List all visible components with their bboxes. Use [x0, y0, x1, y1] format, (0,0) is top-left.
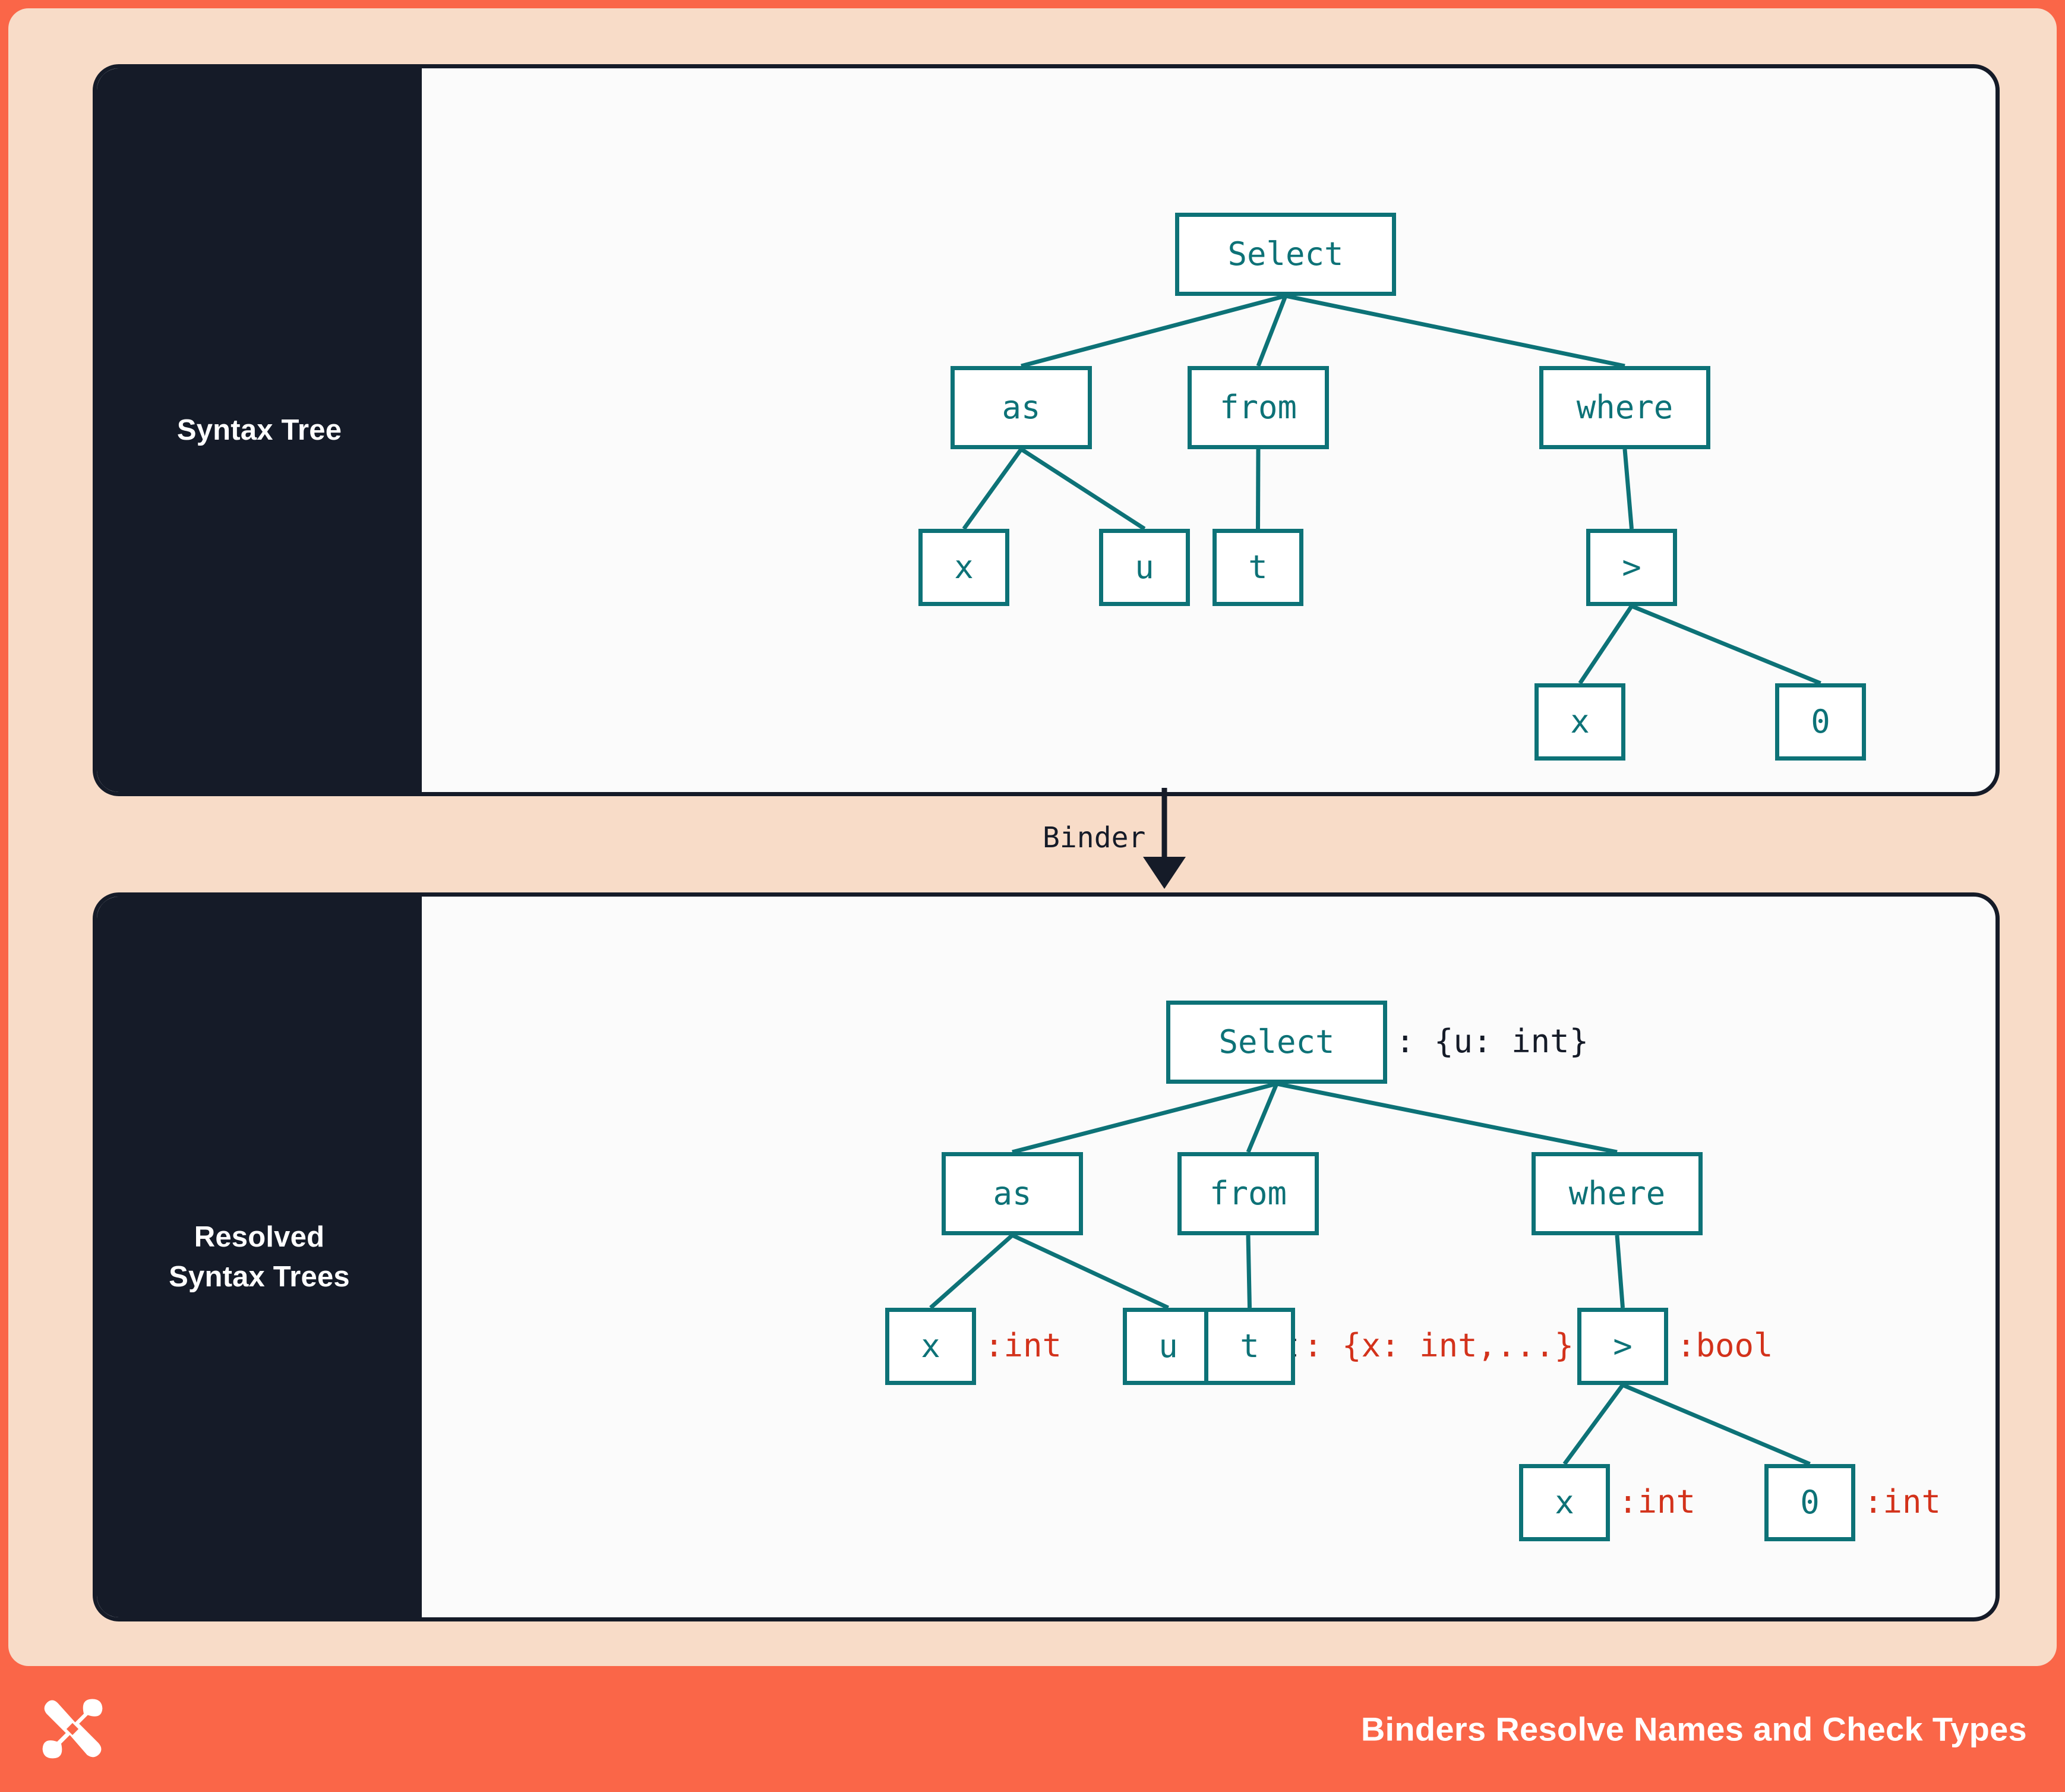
tree-node-u1[interactable]: u	[1099, 529, 1190, 606]
tree-edge	[1256, 295, 1288, 367]
type-annotation-t1: : {x: int,...}	[1303, 1327, 1574, 1364]
tree-edge	[1615, 1235, 1625, 1308]
tree-node-t1[interactable]: t	[1204, 1308, 1295, 1385]
tree-edge	[1020, 447, 1146, 531]
tree-edge	[1011, 1233, 1169, 1310]
footer-bar: Binders Resolve Names and Check Types	[0, 1666, 2065, 1792]
tree-edge	[1285, 294, 1625, 368]
binder-arrow-icon	[1143, 788, 1186, 889]
tree-node-zero1[interactable]: 0	[1764, 1464, 1855, 1541]
tree-edge	[1246, 1083, 1279, 1153]
type-annotation-gt1: :bool	[1676, 1327, 1773, 1364]
type-annotation-x2: :int	[1618, 1483, 1696, 1520]
type-annotation-select: : {u: int}	[1395, 1023, 1589, 1060]
tree-node-x2[interactable]: x	[1519, 1464, 1610, 1541]
tree-edge	[1021, 294, 1286, 368]
tree-node-t1[interactable]: t	[1213, 529, 1303, 606]
tree-node-as[interactable]: as	[951, 366, 1092, 449]
tree-node-zero1[interactable]: 0	[1775, 683, 1866, 761]
tree-edge	[1622, 449, 1634, 529]
tree-node-select[interactable]: Select	[1166, 1001, 1387, 1084]
tree-edge	[962, 447, 1023, 531]
tree-edge	[1578, 605, 1634, 684]
tree-node-u1[interactable]: u	[1123, 1308, 1214, 1385]
tree-node-from[interactable]: from	[1188, 366, 1329, 449]
sidebar-item-syntax-tree: Syntax Tree	[176, 414, 342, 446]
tree-edge	[1256, 449, 1261, 529]
binder-label: Binder	[1043, 821, 1146, 854]
tree-node-x1[interactable]: x	[918, 529, 1009, 606]
footer-caption: Binders Resolve Names and Check Types	[1360, 1710, 2027, 1748]
panel-syntax-tree-sidebar: Syntax Tree	[97, 68, 422, 792]
tree-node-where[interactable]: where	[1532, 1152, 1703, 1235]
tree-edges	[962, 294, 1821, 686]
tree-node-gt1[interactable]: >	[1586, 529, 1677, 606]
tree-edge	[1246, 1235, 1252, 1308]
tree-edge	[1012, 1081, 1277, 1154]
x-mark-logo-icon	[42, 1699, 103, 1759]
tree-node-x2[interactable]: x	[1534, 683, 1625, 761]
tree-node-x1[interactable]: x	[885, 1308, 976, 1385]
tree-edge	[1631, 604, 1821, 686]
type-annotation-zero1: :int	[1864, 1483, 1941, 1520]
tree-node-select[interactable]: Select	[1175, 213, 1396, 296]
tree-edges	[929, 1081, 1811, 1466]
tree-node-as[interactable]: as	[942, 1152, 1083, 1235]
tree-edge	[929, 1233, 1014, 1310]
resolved-syntax-tree-canvas: Select: {u: int}asfromwherex:intu:intt: …	[422, 897, 1995, 1617]
tree-node-from[interactable]: from	[1177, 1152, 1319, 1235]
tree-edge	[1622, 1383, 1811, 1466]
tree-node-where[interactable]: where	[1539, 366, 1710, 449]
tree-edge	[1276, 1081, 1618, 1154]
tree-node-gt1[interactable]: >	[1577, 1308, 1668, 1385]
tree-edge	[1562, 1383, 1625, 1466]
type-annotation-x1: :int	[984, 1327, 1062, 1364]
